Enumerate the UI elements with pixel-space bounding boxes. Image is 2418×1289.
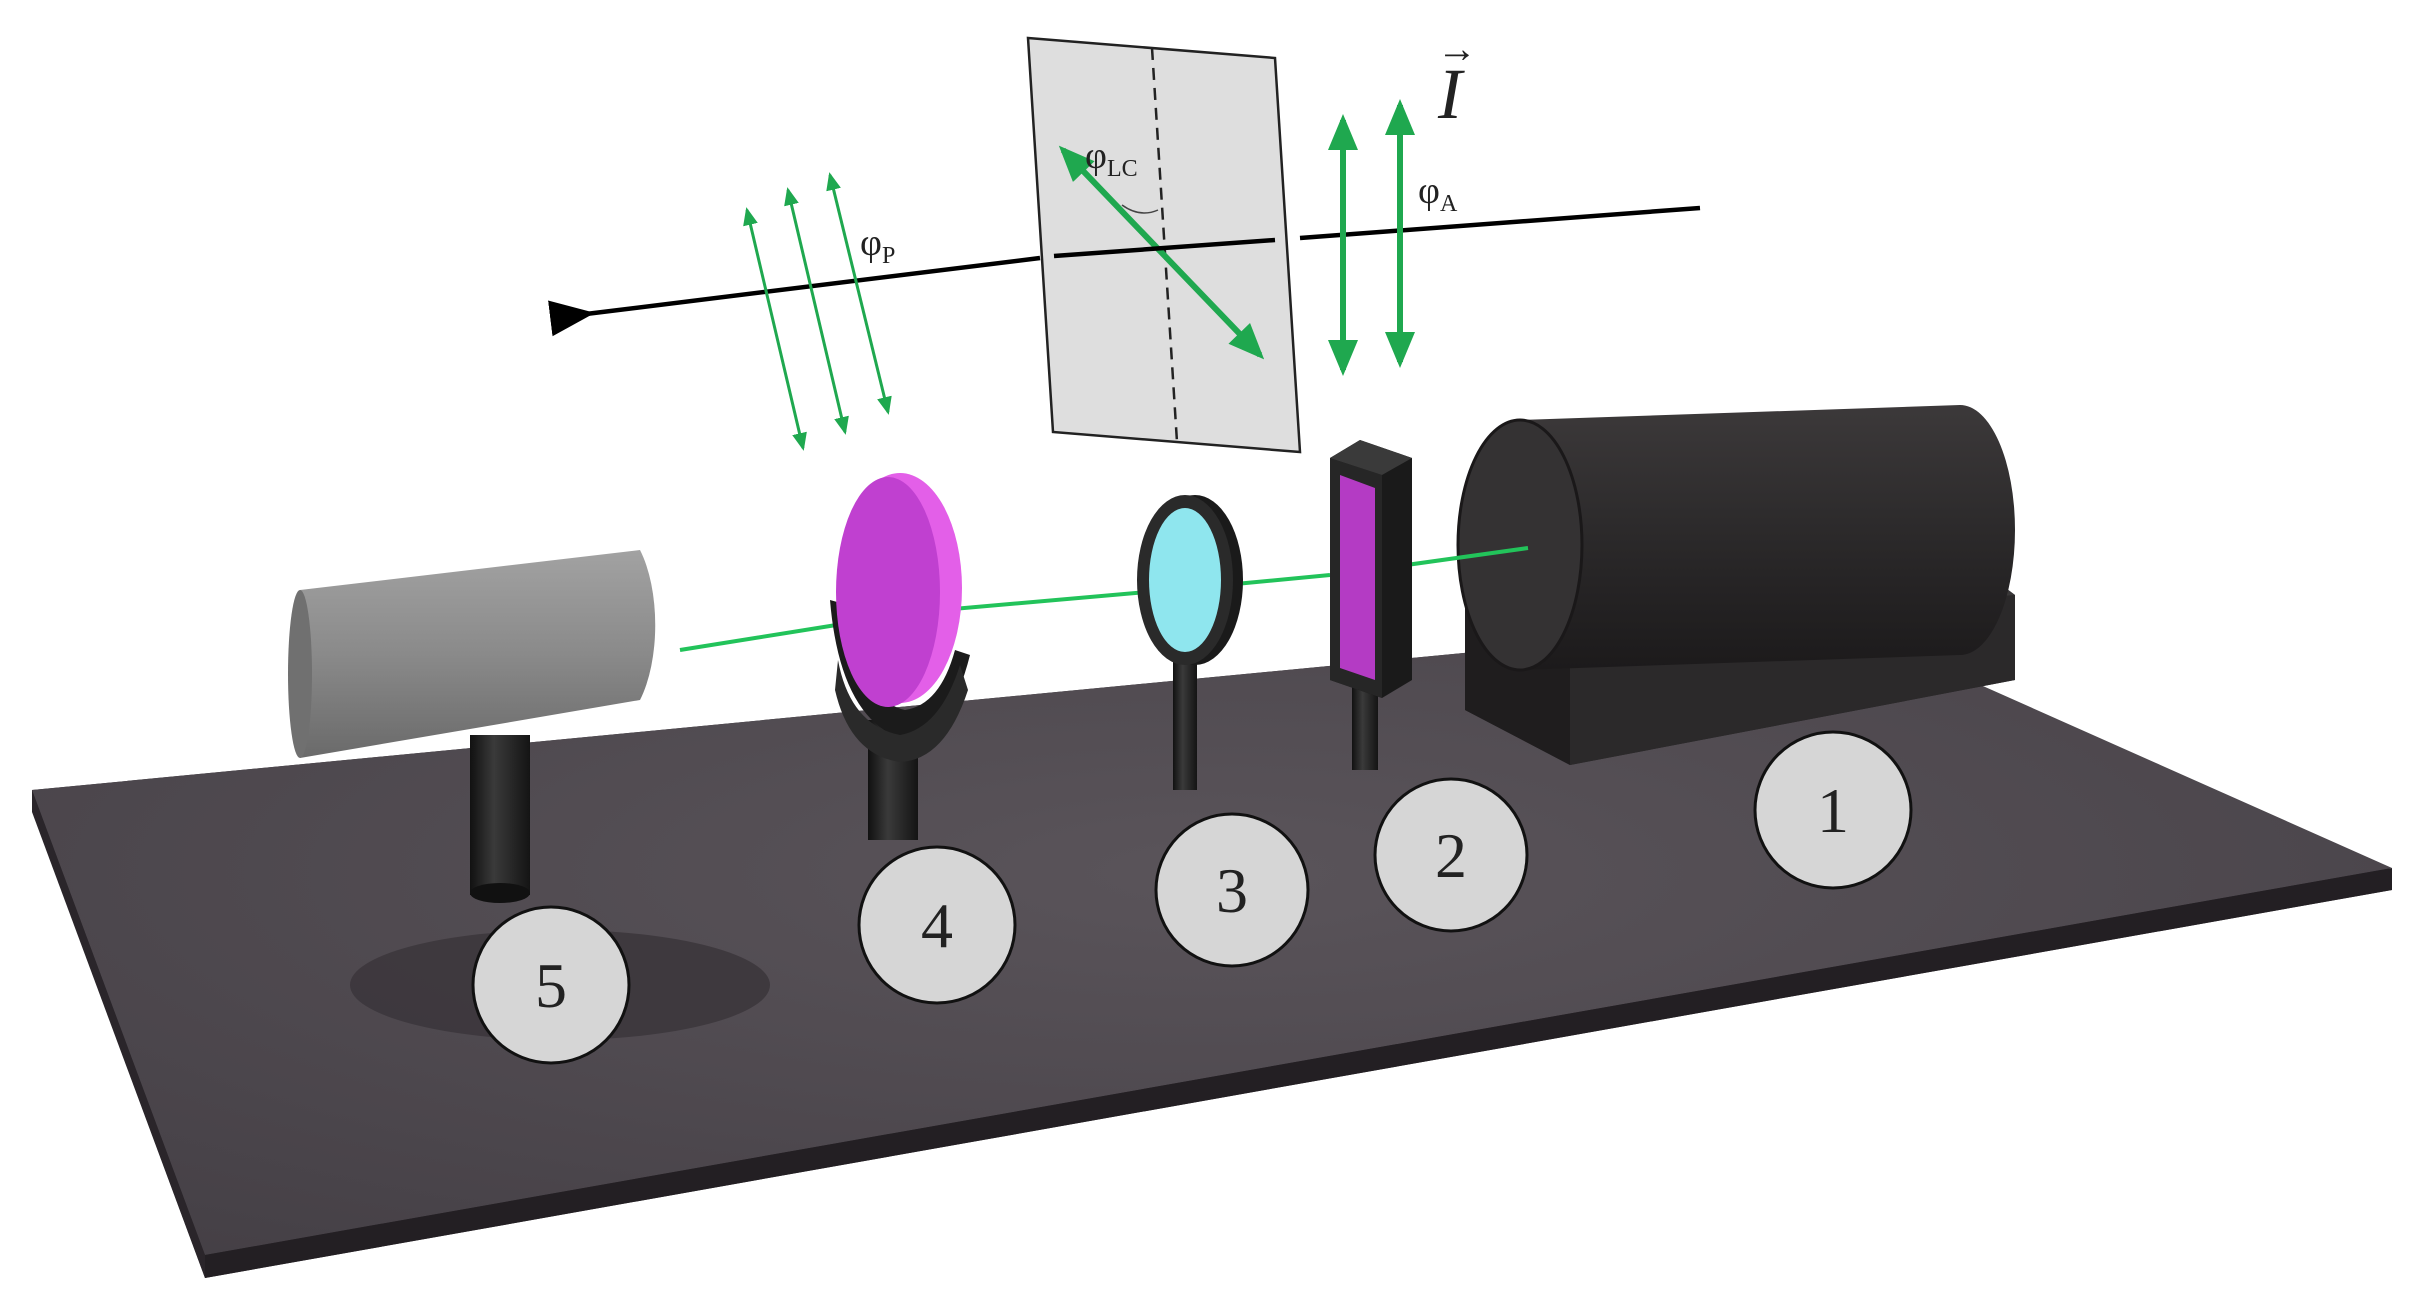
component-number-3: 3	[1216, 855, 1248, 926]
label-circle-3: 3	[1154, 812, 1310, 968]
intensity-label: I	[1437, 54, 1465, 134]
component-number-2: 2	[1435, 820, 1467, 891]
phi-a-label: φA	[1418, 170, 1458, 217]
label-circle-1: 1	[1753, 730, 1913, 890]
lc-director-plane	[1026, 36, 1302, 454]
component-number-4: 4	[921, 890, 953, 961]
polarizer-component	[830, 473, 970, 840]
phi-p-label: φP	[860, 222, 895, 269]
intensity-arrow: →	[1437, 26, 1477, 71]
analyzer-polarization-arrows	[1328, 99, 1415, 376]
detector-component	[288, 550, 656, 903]
component-number-5: 5	[535, 950, 567, 1021]
lens-component	[1137, 495, 1243, 790]
phi-lc-label: φLC	[1085, 135, 1138, 182]
label-circle-2: 2	[1373, 777, 1529, 933]
laser-source	[1456, 405, 2015, 765]
polarizer-polarization-arrows	[743, 172, 892, 451]
component-number-1: 1	[1817, 775, 1849, 846]
lc-cell-component	[1330, 440, 1412, 770]
label-circle-5: 5	[471, 905, 631, 1065]
label-circle-4: 4	[857, 845, 1017, 1005]
